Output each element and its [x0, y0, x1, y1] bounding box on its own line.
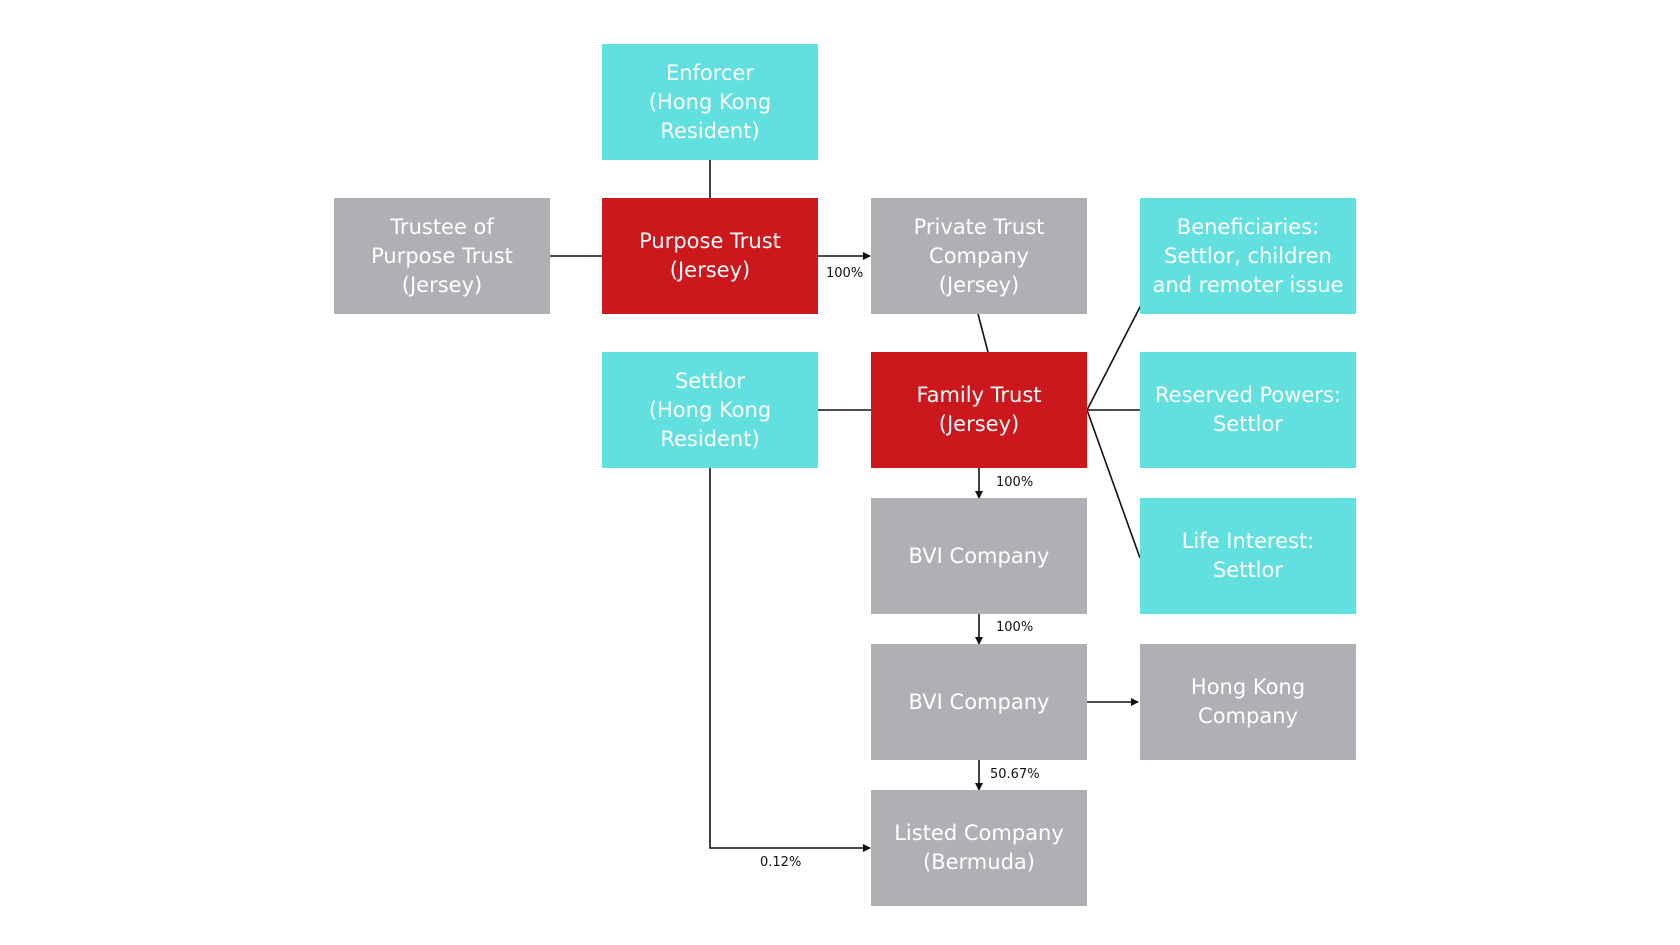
edge-label-bvi2-listed: 50.67% — [990, 767, 1040, 782]
node-bvi-company-2: BVI Company — [871, 644, 1087, 760]
node-purpose-trust: Purpose Trust (Jersey) — [602, 198, 818, 314]
line-family-life — [1086, 409, 1141, 559]
edge-label-bvi1-bvi2: 100% — [996, 620, 1034, 635]
edge-label-family-bvi1: 100% — [996, 475, 1034, 490]
node-bvi-company-1: BVI Company — [871, 498, 1087, 614]
node-private-trust-company: Private Trust Company (Jersey) — [871, 198, 1087, 314]
node-settlor: Settlor (Hong Kong Resident) — [602, 352, 818, 468]
node-enforcer: Enforcer (Hong Kong Resident) — [602, 44, 818, 160]
node-trustee-of-purpose-trust: Trustee of Purpose Trust (Jersey) — [334, 198, 550, 314]
node-family-trust: Family Trust (Jersey) — [871, 352, 1087, 468]
node-listed-company: Listed Company (Bermuda) — [871, 790, 1087, 906]
line-ptc-family — [977, 313, 989, 353]
edge-label-purpose-ptc: 100% — [826, 266, 864, 281]
node-beneficiaries: Beneficiaries: Settlor, children and rem… — [1140, 198, 1356, 314]
edge-label-settlor-listed: 0.12% — [760, 855, 802, 870]
node-life-interest: Life Interest: Settlor — [1140, 498, 1356, 614]
node-hong-kong-company: Hong Kong Company — [1140, 644, 1356, 760]
node-reserved-powers: Reserved Powers: Settlor — [1140, 352, 1356, 468]
arrow-settlor-listed — [709, 468, 871, 852]
